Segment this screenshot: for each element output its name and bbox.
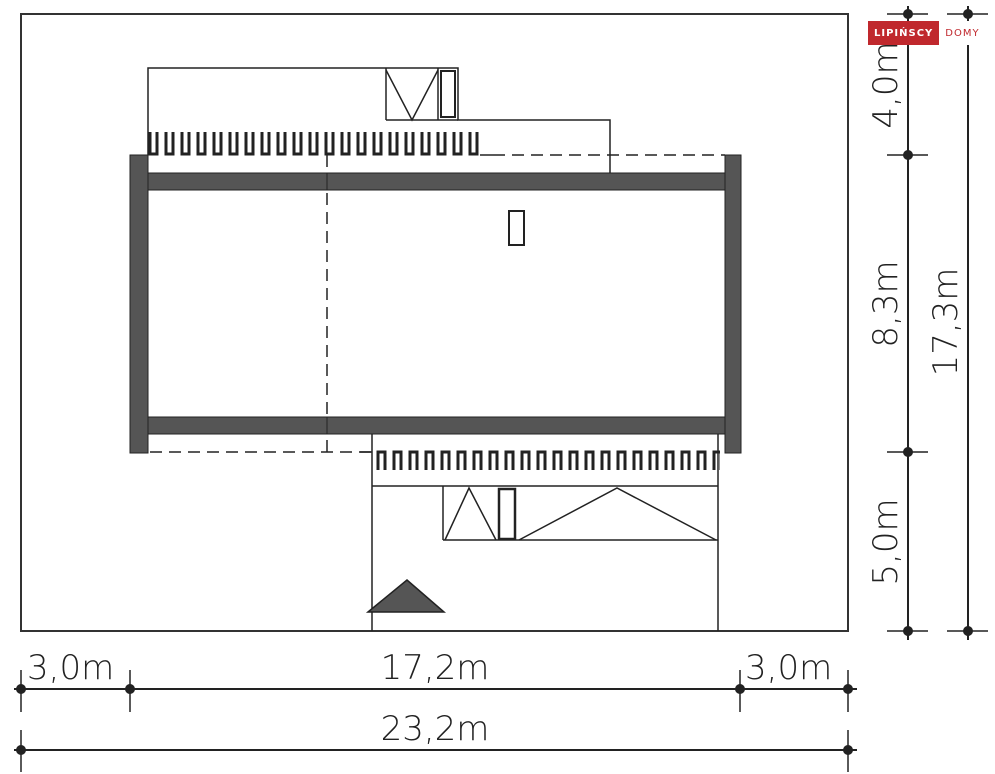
brand-secondary: DOMY bbox=[939, 21, 986, 45]
dim-house-depth: 8,3m bbox=[866, 260, 906, 347]
brand-logo: LIPIŃSCY DOMY bbox=[868, 21, 986, 45]
south-annex bbox=[371, 434, 719, 631]
dim-total-depth: 17,3m bbox=[926, 268, 966, 377]
house-walls bbox=[129, 154, 742, 454]
plot-boundary bbox=[20, 13, 849, 632]
horizontal-dimensions bbox=[14, 670, 857, 772]
dim-right-setback: 3,0m bbox=[745, 648, 832, 688]
north-annex bbox=[147, 67, 725, 173]
roof-outline-dashed bbox=[130, 155, 371, 453]
dim-house-width: 17,2m bbox=[381, 648, 490, 688]
dim-bottom-setback: 5,0m bbox=[866, 498, 906, 585]
chimney-main bbox=[508, 210, 525, 246]
dim-left-setback: 3,0m bbox=[27, 648, 114, 688]
chimney-north bbox=[440, 70, 456, 118]
dim-top-setback: 4,0m bbox=[866, 41, 906, 128]
dim-total-width: 23,2m bbox=[381, 709, 490, 749]
south-terrace-hatch bbox=[376, 450, 720, 472]
brand-primary: LIPIŃSCY bbox=[868, 21, 940, 45]
vertical-dimensions bbox=[887, 6, 988, 640]
chimney-south bbox=[497, 487, 517, 541]
north-terrace-hatch bbox=[148, 132, 484, 156]
entrance-arrow-icon bbox=[365, 579, 447, 613]
